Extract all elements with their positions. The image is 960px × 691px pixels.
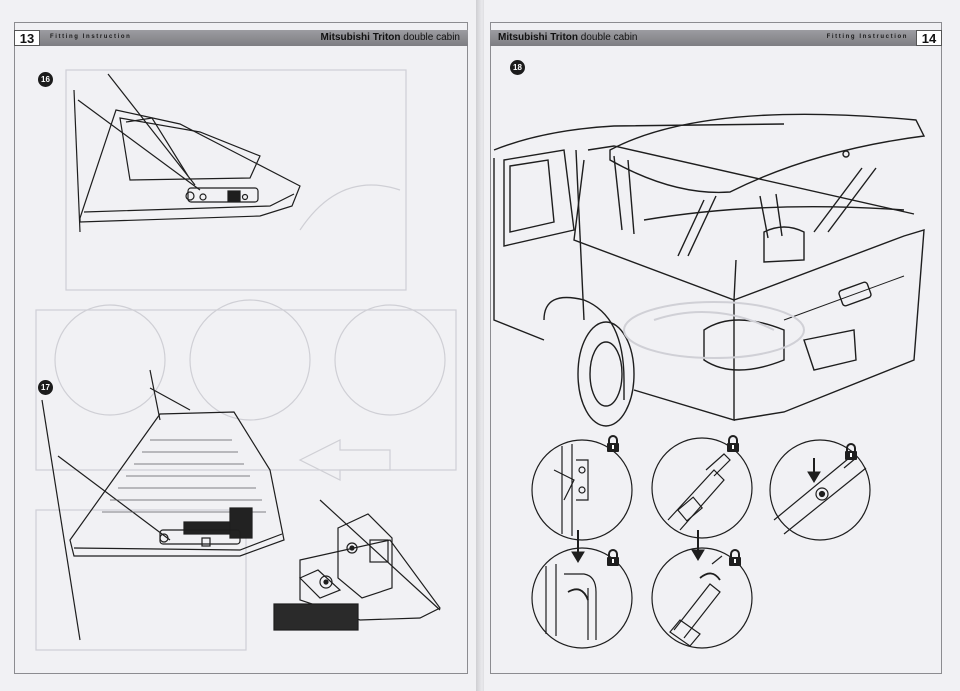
vehicle-model: Mitsubishi Triton double cabin	[321, 32, 461, 43]
vehicle-model-name: Mitsubishi Triton	[320, 32, 401, 43]
step-18-badge: 18	[510, 60, 525, 75]
lock-icon	[845, 443, 857, 460]
lock-icon	[607, 435, 619, 452]
page-gutter	[476, 0, 486, 691]
vehicle-model-variant: double cabin	[580, 32, 638, 43]
vehicle-model-name: Mitsubishi Triton	[498, 32, 578, 43]
page-frame	[14, 22, 468, 674]
figure-17-illustration	[41, 369, 441, 641]
page-13: 13 Fitting Instruction Mitsubishi Triton…	[0, 0, 478, 691]
page-number: 14	[916, 30, 942, 46]
truck-tonneau-illustration	[493, 113, 926, 427]
lock-icon	[727, 435, 739, 452]
page-14: Mitsubishi Triton double cabin Fitting I…	[484, 0, 960, 691]
vehicle-model-variant: double cabin	[403, 32, 460, 43]
figure-16-illustration	[73, 73, 301, 233]
step-17-badge: 17	[38, 380, 53, 395]
page-header: 13 Fitting Instruction Mitsubishi Triton…	[14, 30, 468, 46]
vehicle-model: Mitsubishi Triton double cabin	[498, 32, 638, 43]
step-16-badge: 16	[38, 72, 53, 87]
lock-icon	[729, 549, 741, 566]
bleed-through-art	[35, 69, 457, 651]
fitting-instruction-label: Fitting Instruction	[826, 34, 908, 40]
bracket-detail-diagrams	[531, 437, 871, 649]
page-frame	[490, 22, 942, 674]
fitting-instruction-label: Fitting Instruction	[50, 34, 132, 40]
lock-icon	[607, 549, 619, 566]
page-header: Mitsubishi Triton double cabin Fitting I…	[490, 30, 942, 46]
page-number: 13	[14, 30, 40, 46]
